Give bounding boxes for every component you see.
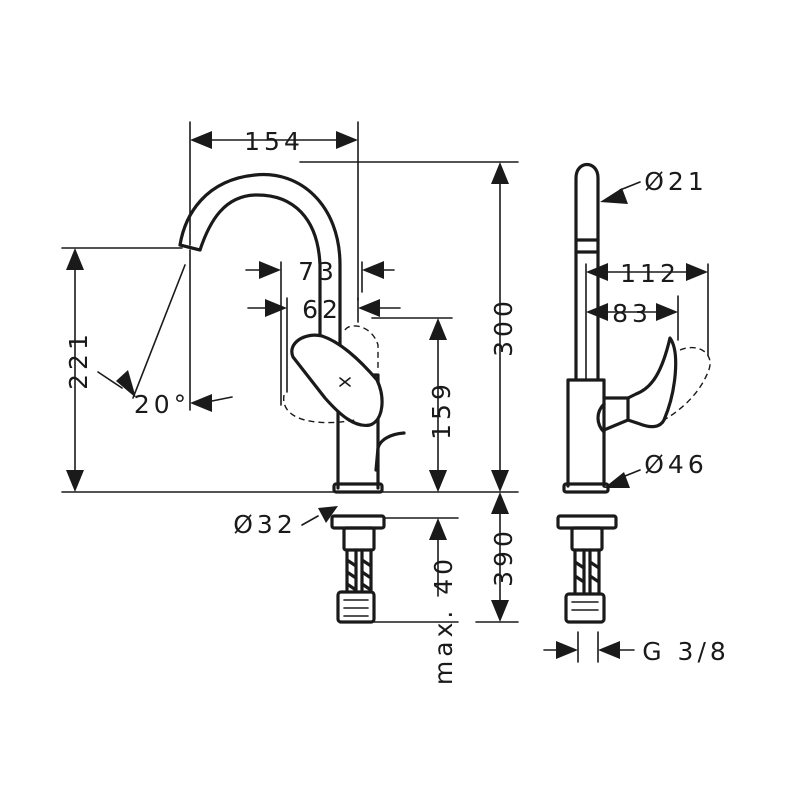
side-aerator bbox=[574, 238, 600, 254]
front-center-cross bbox=[339, 377, 351, 387]
dim-lever-reach: 62 bbox=[302, 295, 342, 324]
front-base-ring bbox=[332, 482, 384, 494]
front-dimensions: 154 300 221 20° 73 62 159 bbox=[61, 121, 519, 685]
side-spout bbox=[574, 162, 600, 380]
dim-max-thickness: max. 40 bbox=[429, 555, 458, 685]
front-hose-fittings bbox=[336, 590, 376, 624]
front-base-nut bbox=[342, 526, 376, 552]
dim-swivel-angle: 20° bbox=[134, 390, 190, 419]
front-hose-right bbox=[360, 548, 373, 592]
side-lever-neck bbox=[596, 402, 606, 434]
dim-lever-reach-max: 73 bbox=[298, 257, 338, 286]
side-view bbox=[556, 162, 711, 624]
side-lever bbox=[602, 336, 678, 432]
front-hose-fittings-detail bbox=[343, 599, 369, 617]
dim-spout-diameter: Ø21 bbox=[644, 167, 708, 196]
dim-side-depth: 83 bbox=[612, 299, 652, 328]
side-base-nut bbox=[570, 526, 604, 552]
dim-base-diameter: Ø32 bbox=[233, 510, 297, 539]
side-dimensions: Ø21 112 83 Ø46 G 3/8 bbox=[543, 167, 730, 666]
dim-connection-thread: G 3/8 bbox=[642, 637, 730, 666]
side-hose-fittings bbox=[564, 592, 606, 624]
side-body bbox=[566, 378, 606, 488]
dim-lever-height: 159 bbox=[427, 380, 456, 440]
dim-spout-reach: 154 bbox=[244, 127, 304, 156]
dim-shank-length: 390 bbox=[489, 527, 518, 587]
side-hoses bbox=[573, 548, 601, 594]
dim-total-height: 300 bbox=[489, 297, 518, 357]
side-base-ring bbox=[562, 482, 610, 494]
front-lever bbox=[290, 333, 384, 427]
side-lever-ghost bbox=[663, 346, 711, 421]
front-hose-left bbox=[345, 548, 358, 592]
front-lever-ghost bbox=[283, 325, 379, 424]
dim-spout-height: 221 bbox=[64, 330, 93, 390]
front-aerator bbox=[178, 243, 202, 252]
side-base-plate bbox=[556, 514, 618, 530]
dim-side-depth-max: 112 bbox=[620, 259, 680, 288]
front-base-plate bbox=[330, 514, 386, 530]
front-view bbox=[178, 172, 406, 624]
front-popup-rod bbox=[374, 431, 406, 472]
dim-body-diameter: Ø46 bbox=[644, 450, 708, 479]
